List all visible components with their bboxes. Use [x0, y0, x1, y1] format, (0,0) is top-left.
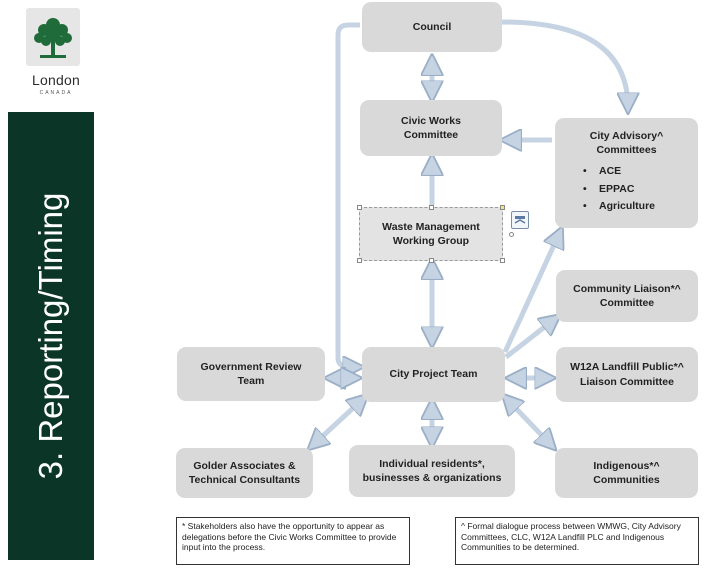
- w12a-liaison-committee-box: W12A Landfill Public*^ Liaison Committee: [556, 347, 698, 402]
- residents-label: Individual residents*, businesses & orga…: [362, 457, 502, 484]
- city-project-team-box: City Project Team: [362, 347, 505, 402]
- logo-text: London: [32, 72, 80, 88]
- civic-works-committee-box: Civic Works Committee: [360, 100, 502, 156]
- arrow-council-advisory: [501, 19, 628, 108]
- list-item: ACE: [583, 164, 655, 178]
- resize-handle[interactable]: [429, 258, 434, 263]
- arrow-project-advisory: [502, 232, 560, 354]
- individual-residents-box: Individual residents*, businesses & orga…: [349, 445, 515, 497]
- indigenous-communities-box: Indigenous*^ Communities: [555, 448, 698, 498]
- logo-subtext: CANADA: [39, 90, 73, 96]
- footnote-formal-dialogue: ^ Formal dialogue process between WMWG, …: [455, 517, 699, 565]
- layout-options-icon[interactable]: [511, 211, 529, 229]
- advisory-committee-list: ACE EPPAC Agriculture: [559, 164, 655, 216]
- golder-label: Golder Associates & Technical Consultant…: [188, 459, 301, 486]
- list-item: Agriculture: [583, 199, 655, 213]
- section-sidebar: 3. Reporting/Timing: [8, 112, 94, 560]
- government-review-label: Government Review Team: [200, 360, 302, 387]
- resize-handle[interactable]: [500, 205, 505, 210]
- council-label: Council: [412, 20, 452, 33]
- arrow-project-indigenous: [506, 398, 552, 446]
- city-advisory-committees-box: City Advisory^ Committees ACE EPPAC Agri…: [555, 118, 698, 228]
- arrow-council-project: [335, 22, 360, 367]
- list-item: EPPAC: [583, 182, 655, 196]
- resize-handle[interactable]: [357, 205, 362, 210]
- resize-handle[interactable]: [429, 205, 434, 210]
- w12a-label: W12A Landfill Public*^ Liaison Committee: [570, 361, 684, 388]
- london-logo: London CANADA: [22, 8, 86, 96]
- tree-icon: [26, 8, 80, 66]
- resize-handle[interactable]: [500, 258, 505, 263]
- government-review-team-box: Government Review Team: [177, 347, 325, 401]
- city-advisory-label: City Advisory^ Committees: [589, 130, 664, 157]
- civic-works-label: Civic Works Committee: [401, 114, 461, 141]
- council-box: Council: [362, 2, 502, 52]
- arrow-project-golder: [312, 398, 364, 446]
- wmwg-label: Waste Management Working Group: [382, 220, 480, 247]
- indigenous-label: Indigenous*^ Communities: [593, 459, 660, 486]
- city-project-team-label: City Project Team: [389, 368, 478, 381]
- rotate-handle[interactable]: [509, 232, 514, 237]
- community-liaison-committee-box: Community Liaison*^ Committee: [556, 270, 698, 322]
- arrow-project-community: [504, 318, 556, 359]
- waste-management-working-group-box[interactable]: Waste Management Working Group: [357, 205, 514, 263]
- community-liaison-label: Community Liaison*^ Committee: [573, 282, 681, 309]
- resize-handle[interactable]: [357, 258, 362, 263]
- footnote-stakeholders: * Stakeholders also have the opportunity…: [176, 517, 410, 565]
- golder-associates-box: Golder Associates & Technical Consultant…: [176, 448, 313, 498]
